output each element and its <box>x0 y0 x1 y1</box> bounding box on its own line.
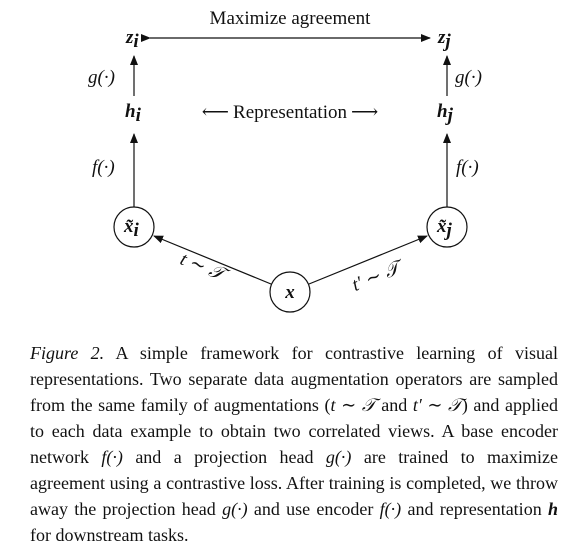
x-tilde-j-subscript: j <box>444 220 453 241</box>
caption-text-5: are trained to maximize agreement using … <box>30 447 559 519</box>
z-i-symbol: z <box>125 27 134 48</box>
x-tilde-i-subscript: i <box>134 220 140 241</box>
caption-text-4: and a projection head <box>122 447 326 467</box>
h-j-symbol: h <box>437 101 448 122</box>
g-label-right: g(·) <box>455 67 482 88</box>
caption-text-3: ) and applied to each data example to ob… <box>30 395 558 467</box>
svg-text:zj: zj <box>437 27 451 52</box>
x-tilde-j-node: x̃j <box>426 206 468 248</box>
x-symbol: x <box>284 282 295 303</box>
caption-math-t-prime: t′ ∼ 𝒯 <box>412 395 462 415</box>
x-tilde-i-node: x̃i <box>113 206 155 248</box>
z-i-node: zi <box>125 27 139 52</box>
g-label-left: g(·) <box>88 67 115 88</box>
maximize-agreement-label: Maximize agreement <box>210 8 372 29</box>
t-label-right: t′ ∼ 𝒯 <box>349 256 408 296</box>
t-label-left: t ∼ 𝒯 <box>177 249 232 287</box>
svg-text:hj: hj <box>437 101 454 126</box>
svg-text:x̃j: x̃j <box>436 216 453 241</box>
representation-arrow-left: ⟵ <box>202 102 229 123</box>
caption-math-t: t ∼ 𝒯 <box>330 395 376 415</box>
svg-text:zi: zi <box>125 27 139 52</box>
caption-text-1: A simple framework for contrastive learn… <box>30 343 558 415</box>
x-tilde-i-symbol: x̃ <box>123 216 134 237</box>
z-i-subscript: i <box>133 31 139 52</box>
caption-text-6: and use encoder <box>247 499 380 519</box>
svg-text:hi: hi <box>125 101 142 126</box>
h-j-subscript: j <box>445 105 454 126</box>
h-i-node: hi <box>125 101 142 126</box>
caption-text-8: for downstream tasks. <box>30 525 189 545</box>
x-tilde-j-symbol: x̃ <box>436 216 447 237</box>
caption-math-g: g(·) <box>325 447 352 467</box>
svg-text:x̃i: x̃i <box>123 216 140 241</box>
representation-text: Representation <box>233 102 347 123</box>
representation-label: ⟵Representation⟶ <box>202 102 378 123</box>
caption-math-g-2: g(·) <box>222 499 248 519</box>
caption-figure-number: Figure 2. <box>30 343 105 363</box>
z-j-subscript: j <box>442 31 451 52</box>
caption-math-f: f(·) <box>101 447 123 467</box>
caption-math-h: h <box>547 499 558 519</box>
figure-caption: Figure 2. A simple framework for contras… <box>30 340 558 548</box>
z-j-symbol: z <box>437 27 446 48</box>
h-i-symbol: h <box>125 101 136 122</box>
x-node: x <box>269 271 311 313</box>
z-j-node: zj <box>437 27 451 52</box>
caption-math-f-2: f(·) <box>379 499 402 519</box>
f-label-left: f(·) <box>92 157 115 178</box>
simclr-framework-diagram: Maximize agreement zi zj g(·) g(·) hi hj… <box>88 8 482 313</box>
h-i-subscript: i <box>136 105 142 126</box>
h-j-node: hj <box>437 101 454 126</box>
augment-arrow-right <box>308 235 428 285</box>
caption-text-2: and <box>375 395 413 415</box>
representation-arrow-right: ⟶ <box>351 102 378 123</box>
caption-text-7: and representation <box>401 499 548 519</box>
augment-arrow-left <box>153 235 272 285</box>
f-label-right: f(·) <box>456 157 479 178</box>
